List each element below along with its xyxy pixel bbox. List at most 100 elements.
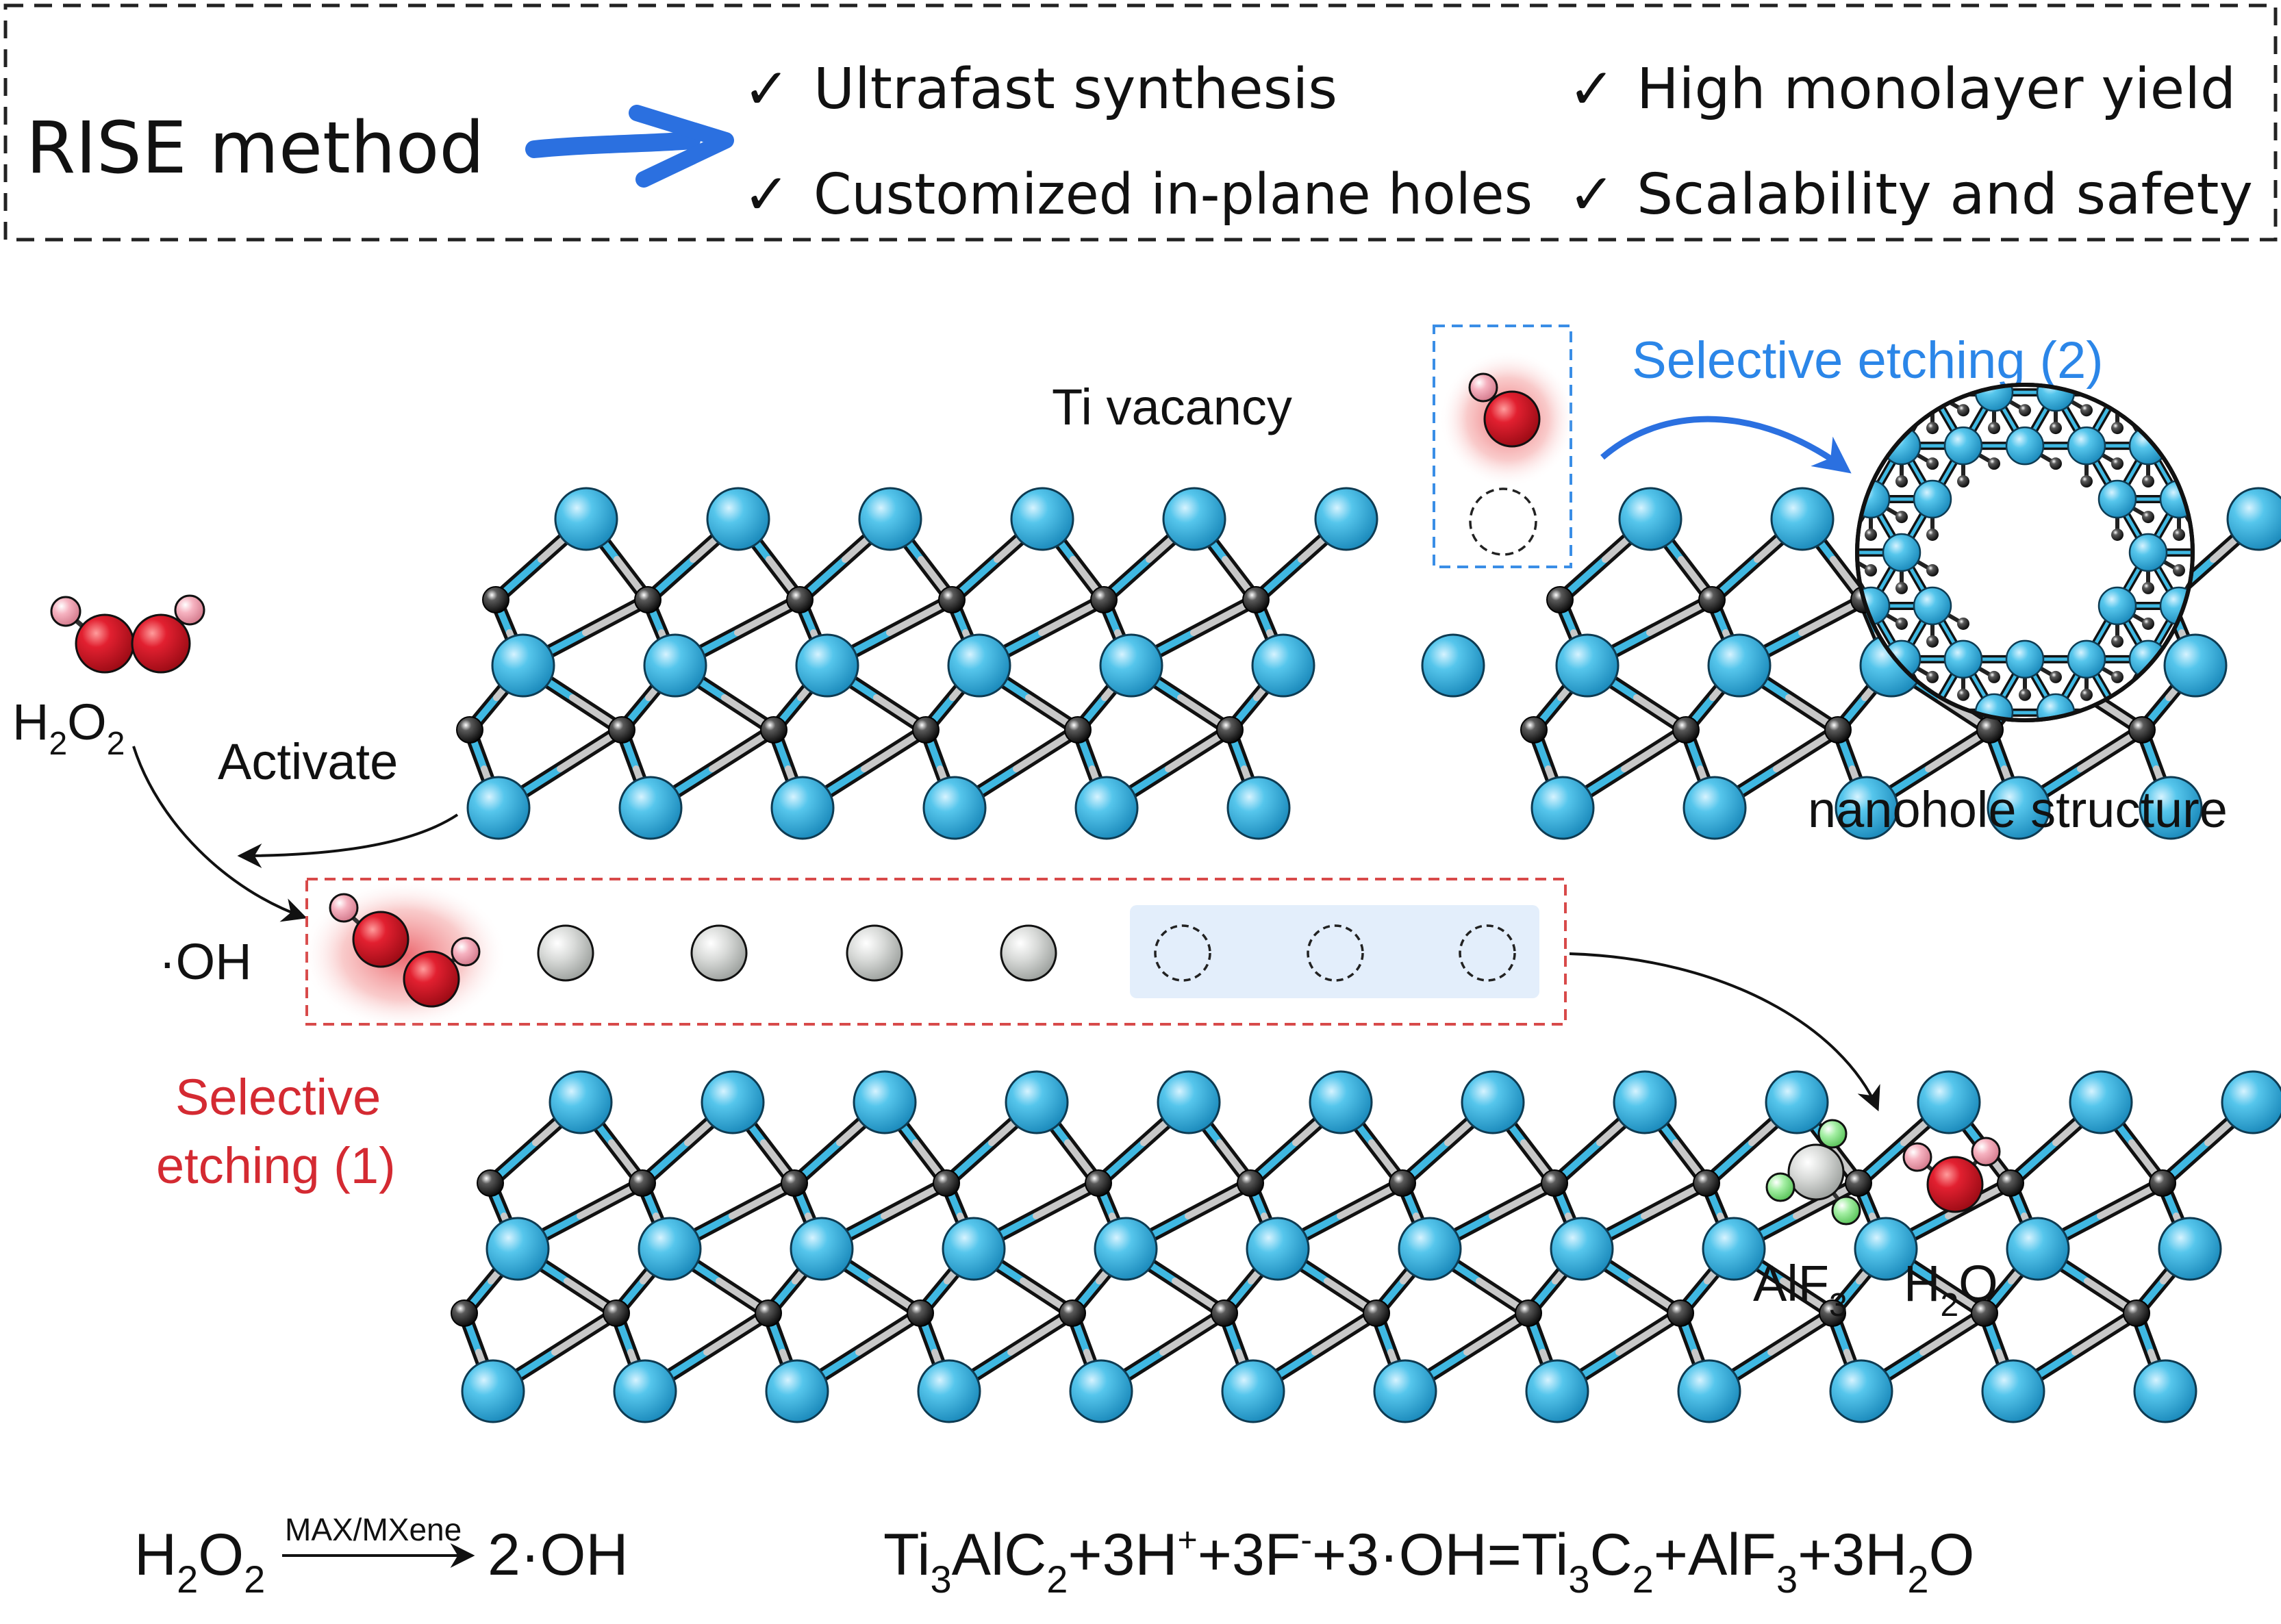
selective-etching-2-label: Selective etching (2): [1632, 331, 2104, 390]
feature-ultrafast: Ultrafast synthesis: [814, 57, 1337, 122]
ti-atom: [1251, 633, 1315, 698]
carbon-atom: [2019, 404, 2031, 417]
ti-atom: [2133, 1359, 2197, 1423]
check-icon: ✓: [743, 162, 790, 227]
carbon-atom: [755, 1299, 782, 1327]
ti-atom: [2006, 1217, 2070, 1281]
oxygen-atom: [1926, 1156, 1984, 1213]
hydrogen-atom: [451, 937, 481, 967]
carbon-atom: [1520, 716, 1548, 744]
ti-atom: [1702, 1217, 1766, 1281]
carbon-atom: [1957, 688, 1969, 701]
catalyst-label: MAX/MXene: [285, 1512, 462, 1547]
h2o2-label: H2O2: [12, 694, 125, 762]
ti-atom: [1309, 1070, 1373, 1134]
carbon-atom: [1997, 1169, 2024, 1197]
carbon-atom: [1085, 1169, 1112, 1197]
carbon-atom: [1363, 1299, 1390, 1327]
oxygen-atom: [352, 911, 409, 968]
carbon-atom: [2123, 1299, 2150, 1327]
ti-atom: [1677, 1359, 1741, 1423]
ti-atom: [858, 487, 922, 551]
carbon-atom: [1926, 564, 1939, 577]
feature-holes: Customized in-plane holes: [814, 162, 1533, 227]
fluorine-atom: [1831, 1195, 1861, 1226]
carbon-atom: [1957, 724, 1969, 737]
carbon-atom: [1957, 404, 1969, 417]
ti-vacancy-label: Ti vacancy: [1052, 379, 1292, 435]
carbon-atom: [451, 1299, 478, 1327]
carbon-atom: [1389, 1169, 1416, 1197]
hydrogen-atom: [329, 893, 359, 923]
carbon-atom: [2128, 716, 2156, 744]
ti-atom: [1314, 487, 1378, 551]
carbon-atom: [907, 1299, 934, 1327]
alf3-molecule: [1765, 1119, 1861, 1226]
carbon-atom: [2142, 475, 2154, 488]
carbon-atom: [482, 586, 509, 613]
carbon-atom: [1059, 1299, 1086, 1327]
carbon-atom: [2111, 635, 2124, 648]
ti-atom: [947, 633, 1011, 698]
hydroxyl-label: ·OH: [159, 933, 252, 990]
ti-atom: [1221, 1359, 1285, 1423]
ti-atom: [917, 1359, 981, 1423]
al-atoms: [537, 924, 1516, 982]
ti-atom: [2067, 639, 2106, 679]
blue-arrow-icon: [525, 131, 701, 158]
nanohole-structure-view: [1855, 383, 2216, 737]
hydroxyl-pair: [301, 880, 507, 1030]
fluorine-atom: [1765, 1172, 1795, 1202]
carbon-atom: [603, 1299, 630, 1327]
ti-atom: [2069, 1070, 2133, 1134]
carbon-atom: [1216, 716, 1244, 744]
ti-atom: [1421, 633, 1485, 698]
ti-atom: [2067, 426, 2106, 466]
nanohole-structure-label: nanohole structure: [1808, 781, 2228, 838]
selective-etching-1-label: etching (1): [156, 1137, 396, 1194]
hydrogen-atom: [174, 594, 205, 626]
ti-atom: [1987, 776, 2051, 840]
hydrogen-atom: [1902, 1142, 1932, 1172]
ti-atom: [549, 1070, 613, 1134]
check-icon: ✓: [1568, 162, 1615, 227]
h2o2-molecule: [50, 594, 205, 674]
ti-atom: [1943, 639, 1983, 679]
al-atom: [1000, 924, 1057, 982]
carbon-atom: [1541, 1169, 1568, 1197]
al-vacancy: [1307, 924, 1364, 982]
ti-atom: [1069, 1359, 1133, 1423]
carbon-atom: [1957, 617, 1969, 630]
ti-atom: [2005, 426, 2045, 466]
ti-atom: [618, 776, 683, 840]
carbon-atom: [2019, 724, 2031, 737]
feature-list: ✓ Ultrafast synthesis ✓ High monolayer y…: [743, 57, 2253, 227]
carbon-atom: [781, 1169, 808, 1197]
carbon-atom: [2111, 422, 2124, 435]
carbon-atom: [1988, 457, 2000, 470]
ti-atom: [2128, 533, 2168, 572]
h2o-molecule: [1902, 1137, 2001, 1213]
alf3-label: AlF3: [1753, 1255, 1848, 1323]
carbon-atom: [760, 716, 787, 744]
carbon-atom: [1865, 528, 1877, 541]
carbon-atom: [2204, 582, 2216, 594]
ti-atom: [486, 1217, 550, 1281]
carbon-atom: [1976, 716, 2004, 744]
carbon-atom: [1693, 1169, 1720, 1197]
ti-atom: [2005, 639, 2045, 679]
carbon-atom: [1957, 475, 1969, 488]
carbon-atom: [1895, 511, 1908, 524]
ti-atom: [1981, 1359, 2045, 1423]
carbon-atom: [2173, 457, 2185, 470]
oxygen-atom: [403, 950, 460, 1008]
carbon-atom: [2080, 404, 2093, 417]
carbon-atom: [1672, 716, 1700, 744]
carbon-atom: [2019, 688, 2031, 701]
carbon-atom: [456, 716, 483, 744]
al-atom: [846, 924, 903, 982]
ti-atom: [1854, 1217, 1918, 1281]
activate-arrow: [237, 813, 459, 868]
carbon-atom: [1064, 716, 1092, 744]
fluorine-atom: [1817, 1119, 1848, 1149]
